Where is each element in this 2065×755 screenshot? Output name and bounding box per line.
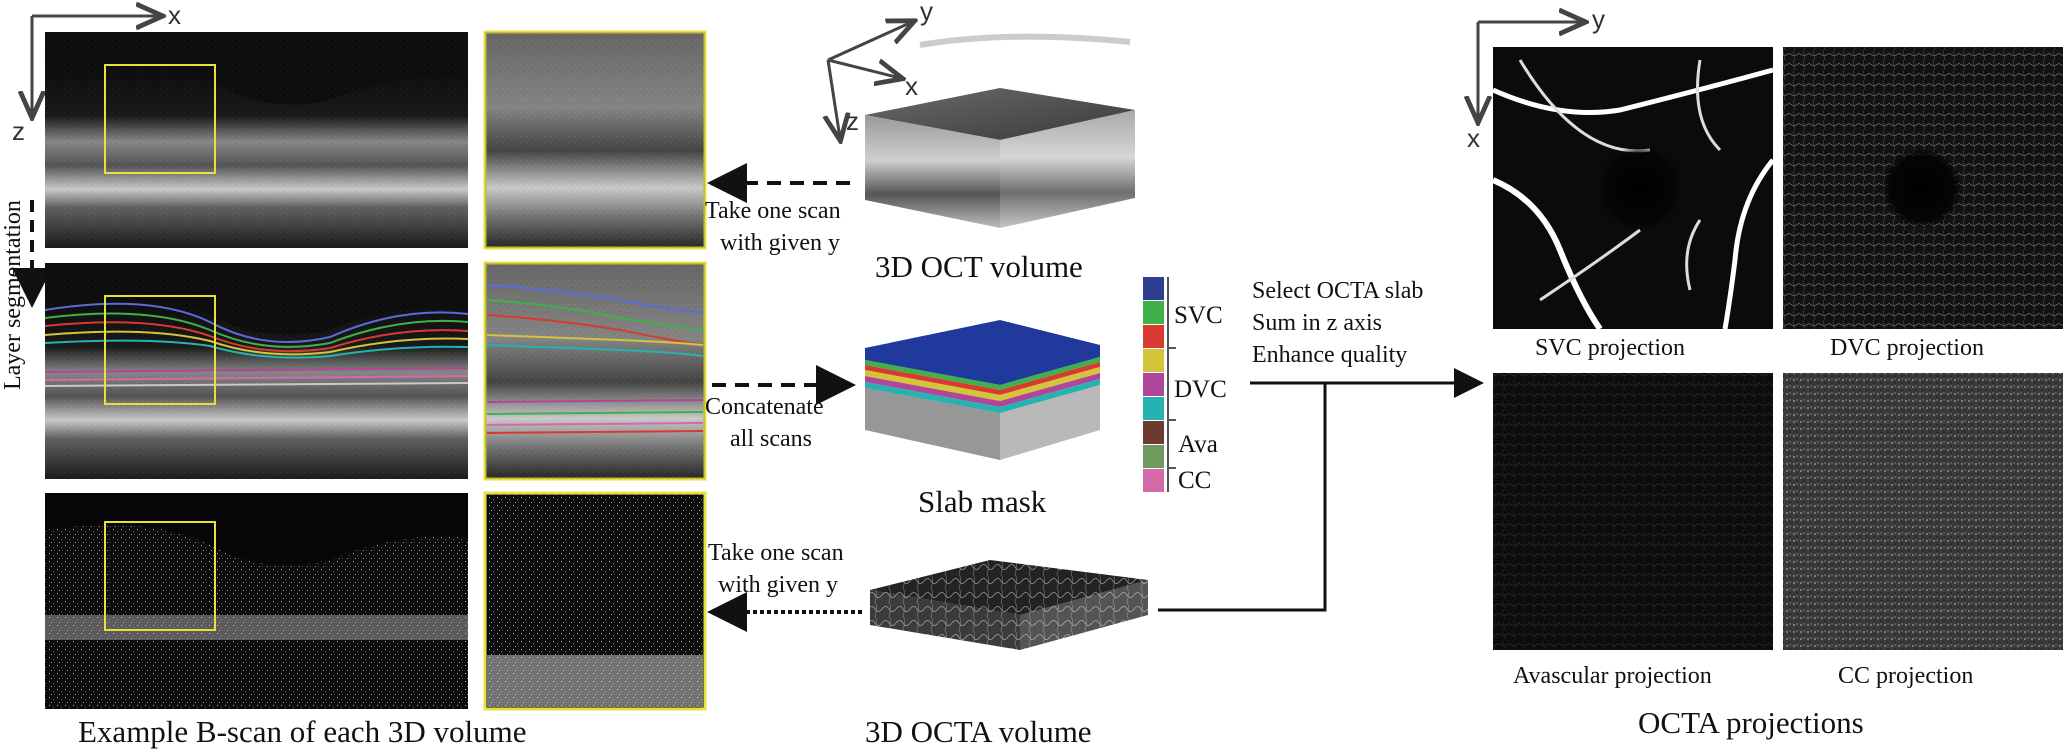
oct-volume-cube	[865, 33, 1135, 228]
oct-take-scan-text-1: Take one scan	[705, 198, 841, 224]
avascular-projection-image	[1493, 373, 1773, 650]
volume-z-axis	[828, 59, 840, 138]
legend-swatch-6	[1143, 397, 1164, 420]
seg-line-7	[44, 375, 469, 381]
bscan-x-axis-label: x	[168, 0, 181, 30]
layer-segmentation-label: Layer segmentation	[0, 200, 26, 390]
bscan-z-axis-label: z	[12, 116, 25, 146]
volume-x-axis	[827, 58, 900, 78]
dvc-fovea	[1882, 148, 1962, 228]
connector-arrows: Take one scan with given y Concatenate a…	[705, 163, 1484, 632]
svc-projection-image	[1491, 47, 1775, 331]
seg-line-1	[44, 302, 469, 343]
svc-projection-label: SVC projection	[1535, 335, 1685, 361]
legend-swatch-3	[1143, 325, 1164, 348]
octa-volume-label: 3D OCTA volume	[865, 714, 1092, 749]
segmented-bscan-row	[44, 261, 707, 481]
oct-bscan-roi	[104, 64, 216, 174]
volume-y-axis-label: y	[920, 0, 933, 26]
segmented-bscan-roi	[104, 295, 216, 405]
step-sum-z: Sum in z axis	[1252, 310, 1382, 336]
seg-line-5	[44, 339, 469, 359]
oct-bscan-row	[45, 30, 707, 250]
step-select-slab: Select OCTA slab	[1252, 278, 1423, 304]
bscan-caption: Example B-scan of each 3D volume	[78, 714, 527, 749]
legend-swatch-9	[1143, 469, 1164, 492]
dvc-projection-label: DVC projection	[1830, 335, 1984, 361]
cc-projection-image	[1783, 373, 2063, 650]
volume-z-axis-label: z	[846, 106, 859, 136]
octa-bscan-row	[45, 491, 707, 711]
seg-line-3	[44, 321, 469, 353]
legend-dvc: DVC	[1174, 376, 1227, 403]
seg-line-8	[44, 382, 469, 387]
step-enhance: Enhance quality	[1252, 342, 1407, 368]
volume-y-axis	[827, 22, 912, 62]
seg-line-4	[44, 330, 469, 356]
legend-swatch-5	[1143, 373, 1164, 396]
concat-text-1: Concatenate	[705, 394, 824, 420]
cc-projection-label: CC projection	[1838, 663, 1973, 689]
legend-ava: Ava	[1178, 431, 1218, 458]
concat-text-2: all scans	[730, 426, 812, 452]
oct-volume-label: 3D OCT volume	[875, 249, 1083, 284]
legend-swatch-7	[1143, 421, 1164, 444]
octa-take-scan-text-2: with given y	[718, 572, 838, 598]
legend-swatch-8	[1143, 445, 1164, 468]
octa-to-projection-connector	[1158, 383, 1327, 612]
proj-y-axis-label: y	[1592, 4, 1605, 34]
octa-bscan-roi	[104, 521, 216, 631]
bscan-panel: x z Layer segmentation	[0, 0, 707, 749]
legend-swatch-1	[1143, 277, 1164, 300]
projections-caption: OCTA projections	[1638, 705, 1864, 740]
seg-line-2	[44, 312, 469, 348]
legend-swatch-4	[1143, 349, 1164, 372]
legend-svc: SVC	[1174, 302, 1223, 329]
volume-x-axis-label: x	[905, 71, 918, 101]
avascular-projection-label: Avascular projection	[1513, 663, 1712, 689]
slab-mask-label: Slab mask	[918, 484, 1047, 519]
octa-volume-cube	[870, 560, 1148, 650]
legend-cc: CC	[1178, 467, 1211, 494]
seg-line-6	[44, 367, 469, 373]
volumes-panel: y x z 3D OCT volume Slab mask	[828, 0, 1227, 749]
projections-panel: y x SVC projection DVC projection Avascu…	[1467, 4, 2063, 740]
octa-take-scan-text-1: Take one scan	[708, 540, 844, 566]
slab-legend: SVC DVC Ava CC	[1143, 277, 1227, 494]
oct-take-scan-text-2: with given y	[720, 230, 840, 256]
legend-swatch-2	[1143, 301, 1164, 324]
dvc-projection-image	[1783, 47, 2063, 329]
slab-mask-cube	[865, 320, 1100, 460]
proj-x-axis-label: x	[1467, 123, 1480, 153]
svc-fovea	[1598, 146, 1682, 230]
